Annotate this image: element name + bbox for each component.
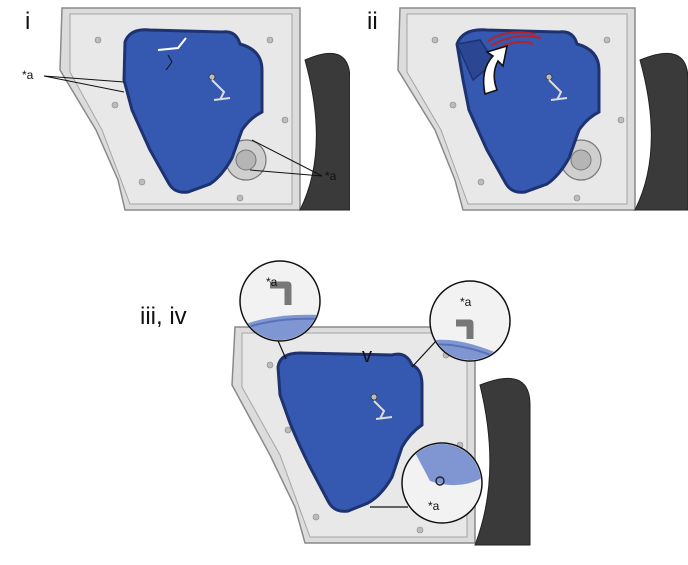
door-illustration-i: [43, 7, 351, 211]
peel-arrow: [482, 44, 509, 96]
step-label-ii: ii: [367, 8, 378, 35]
step-label-i: i: [25, 8, 31, 35]
callout-a-left: *a: [22, 68, 34, 82]
step-label-v: v: [362, 345, 372, 367]
seat: [634, 52, 688, 211]
service-hole-cover: [276, 351, 424, 513]
step-label-iii-iv: iii, iv: [140, 303, 187, 330]
door-illustration-ii: [397, 7, 688, 211]
panel-step-iii-iv: iii, iv v *a *a *a: [130, 255, 688, 560]
callout-a-right: *a: [325, 169, 337, 183]
door-illustration-iii-iv: [231, 260, 531, 546]
detail-magnifier-bottom-right: [370, 442, 483, 524]
panel-step-ii: ii: [345, 0, 688, 215]
callout-a-top-right: *a: [460, 295, 472, 309]
service-hole-cover: [122, 28, 264, 194]
seat: [474, 377, 531, 546]
callout-a-top-left: *a: [266, 275, 278, 289]
callout-a-bottom: *a: [428, 499, 440, 513]
seat: [299, 52, 351, 211]
panel-step-i: i *a *a: [0, 0, 351, 215]
